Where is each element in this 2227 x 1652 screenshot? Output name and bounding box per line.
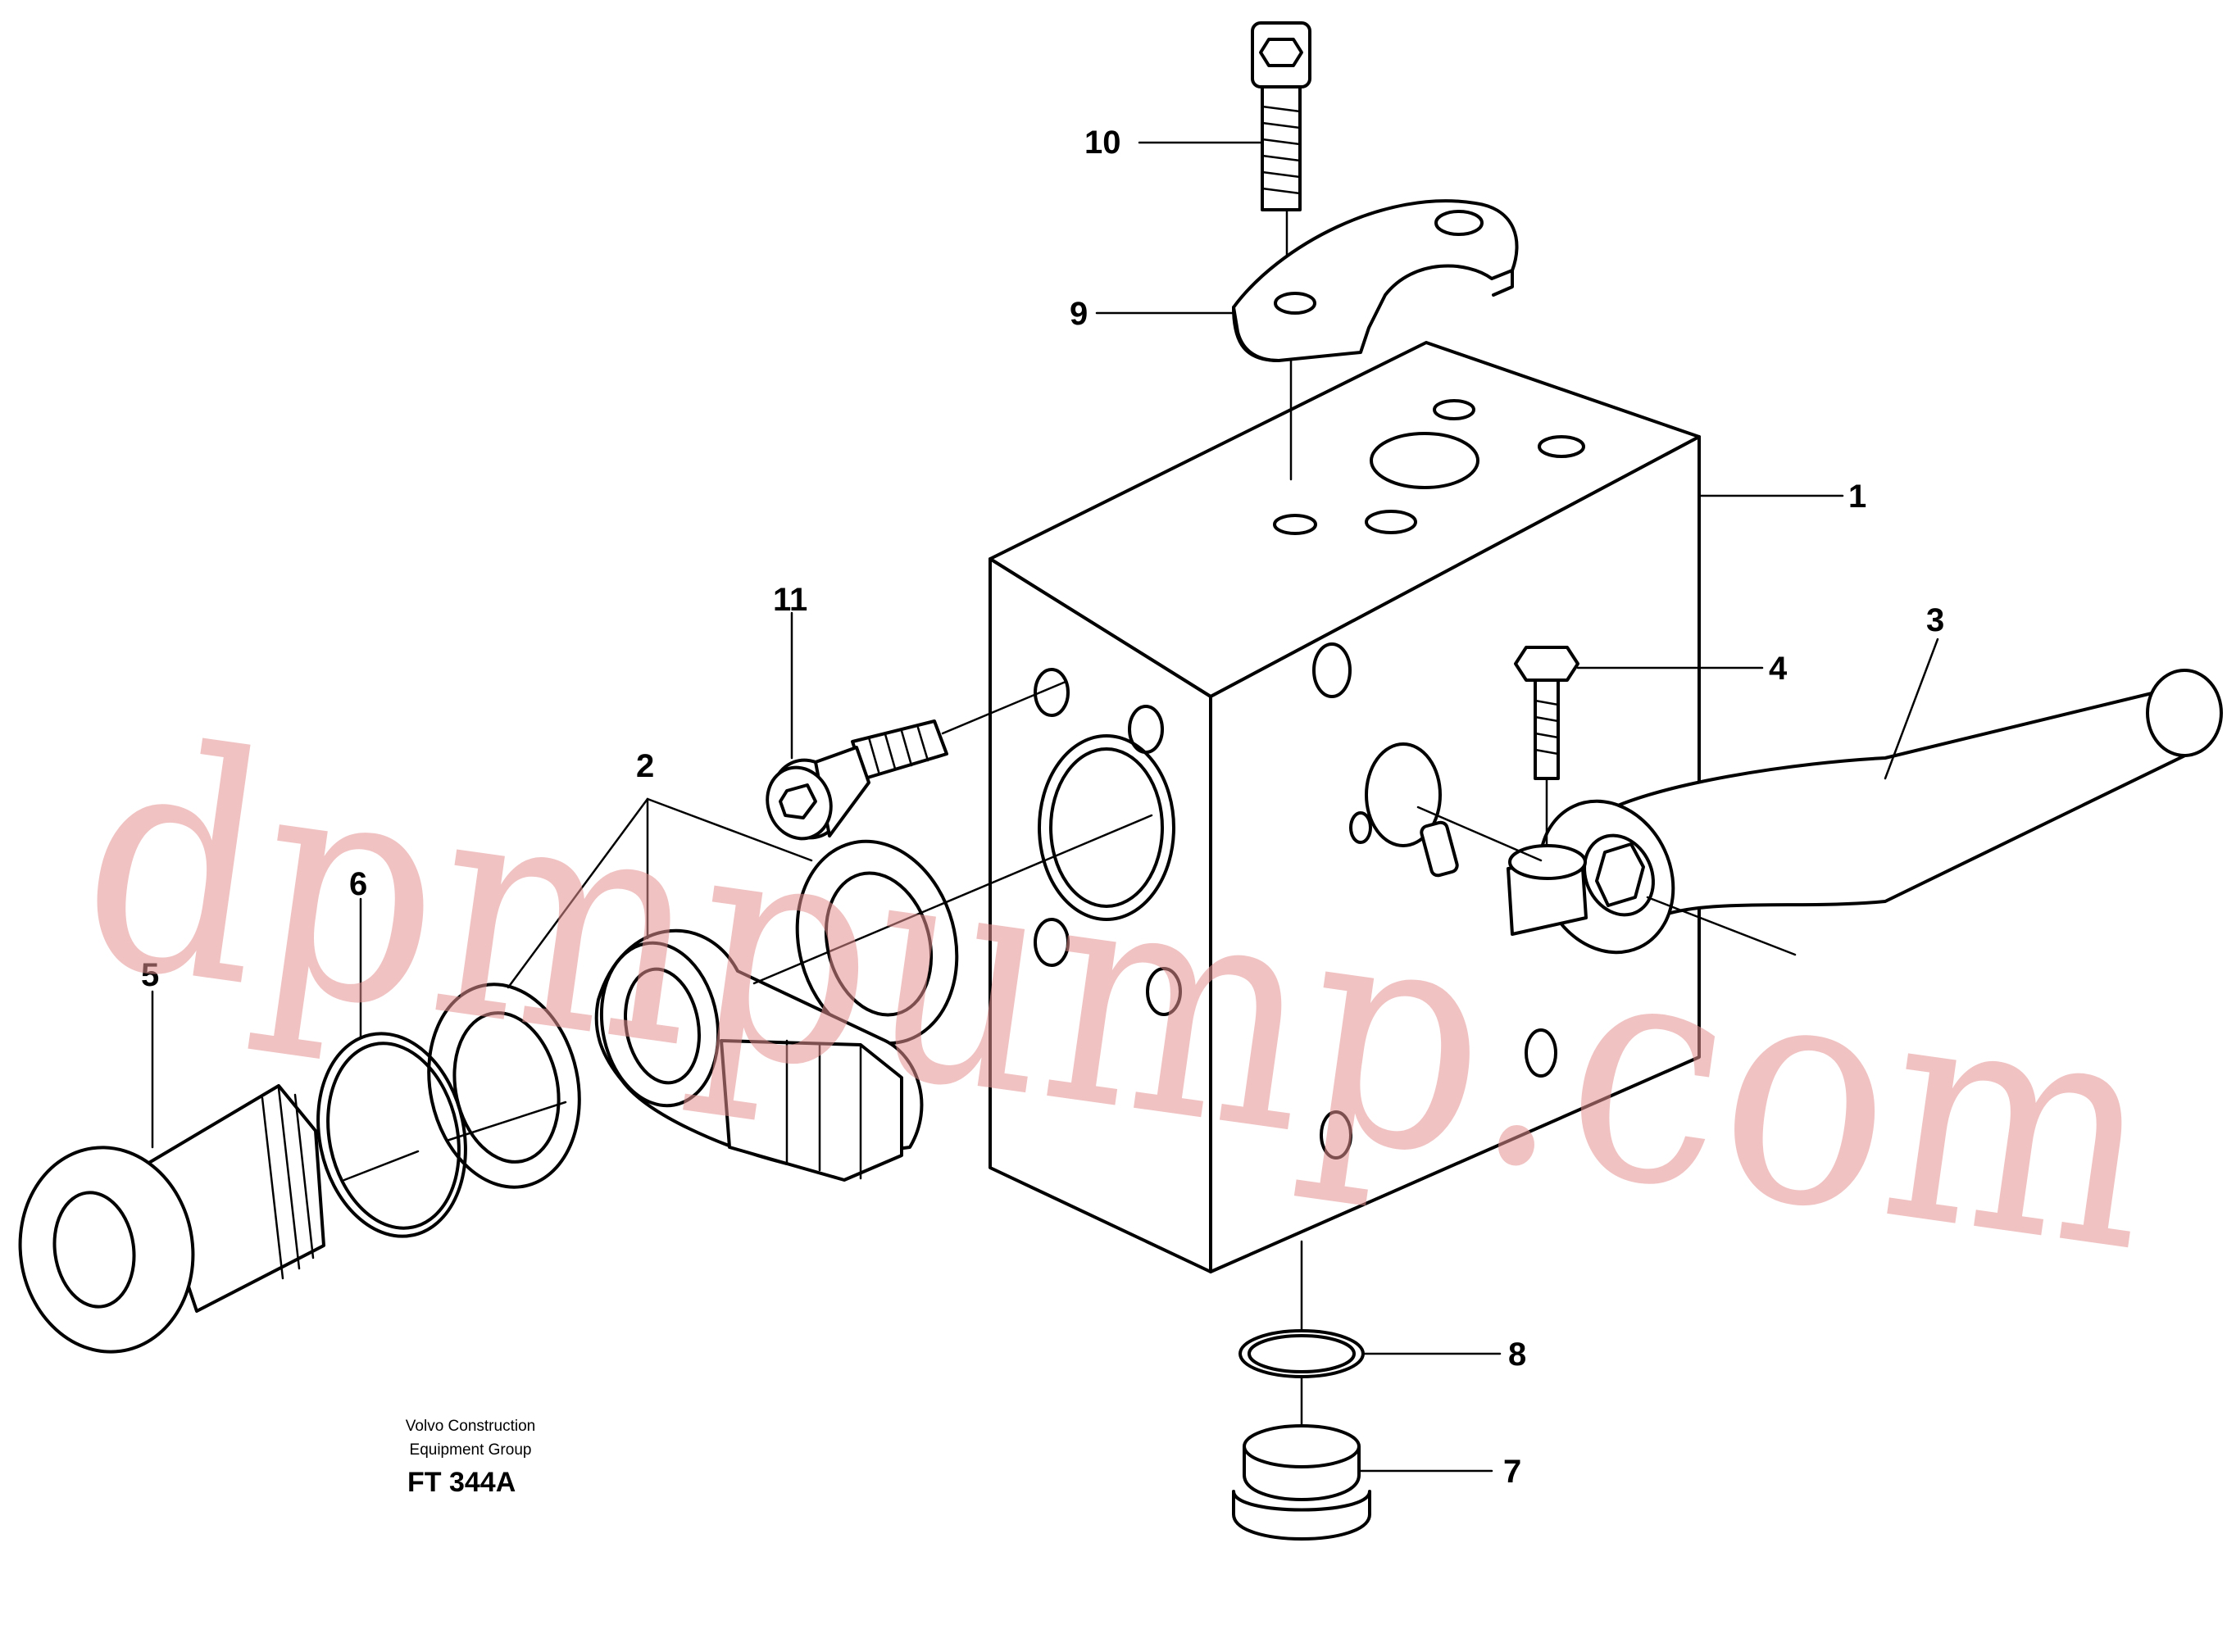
callout-7: 7 [1503, 1454, 1521, 1490]
callout-8: 8 [1508, 1337, 1526, 1373]
alignment-line-11 [941, 680, 1067, 735]
alignment-line-3 [1646, 896, 1797, 956]
dowel-pin [1420, 820, 1459, 878]
figure-code: FT 344A [407, 1467, 516, 1498]
callout-4: 4 [1769, 651, 1788, 687]
bolt-part-4 [1507, 646, 1588, 936]
callout-2: 2 [636, 748, 654, 784]
cap-screw-part-11 [766, 719, 948, 841]
alignment-line-2 [445, 1101, 567, 1142]
o-ring-part-6 [316, 1032, 467, 1238]
alignment-line-4b [1416, 806, 1543, 862]
caption-line-1: Volvo Construction [406, 1418, 535, 1435]
alignment-line-2b [752, 814, 1153, 985]
leader-lines [151, 141, 1939, 1473]
plug-part-5 [18, 1084, 325, 1354]
callout-10: 10 [1084, 125, 1121, 161]
seal-ring-part-8 [1238, 1329, 1365, 1378]
clamp-part-9 [1232, 199, 1519, 362]
callout-9: 9 [1070, 296, 1088, 332]
caption-line-2: Equipment Group [410, 1441, 532, 1459]
callout-1: 1 [1848, 479, 1866, 515]
cap-screw-part-10 [1251, 21, 1311, 211]
callout-11: 11 [773, 582, 807, 618]
alignment-line-6 [343, 1150, 420, 1182]
diagram-caption: Volvo Construction Equipment Group FT 34… [406, 1418, 535, 1498]
plug-part-7 [1232, 1424, 1371, 1541]
callout-3: 3 [1926, 602, 1944, 638]
callout-5: 5 [141, 957, 159, 993]
callout-6: 6 [349, 866, 367, 902]
